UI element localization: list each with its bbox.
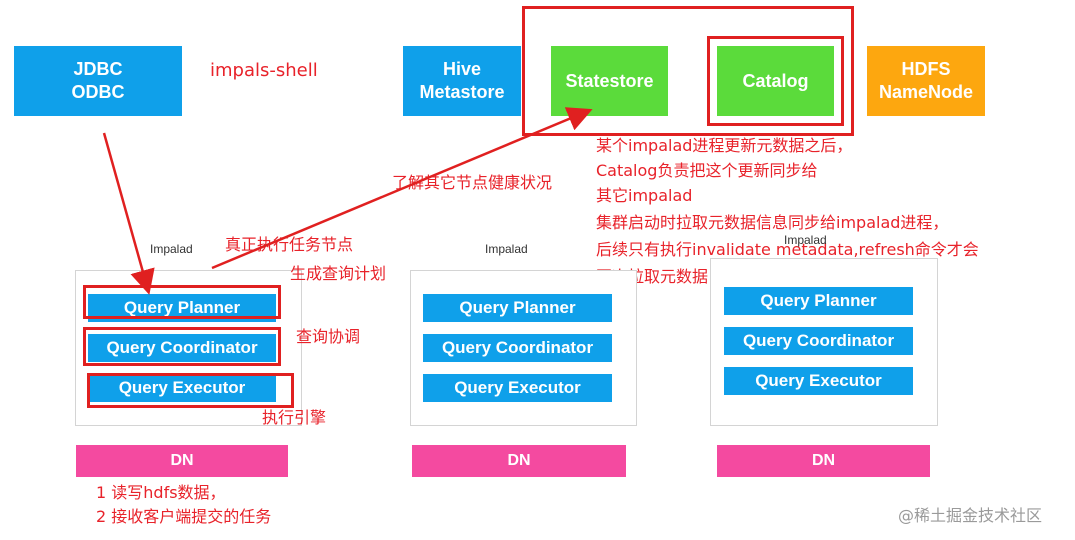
query-executor-2: Query Executor <box>423 374 612 402</box>
catalog-highlight <box>707 36 844 126</box>
query-executor-1: Query Executor <box>88 374 276 402</box>
catalog-note-line-3: 其它impalad <box>596 186 693 205</box>
catalog-note-line-4: 集群启动时拉取元数据信息同步给impalad进程， <box>596 213 949 232</box>
catalog-note-line-2: Catalog负责把这个更新同步给 <box>596 161 818 180</box>
impalad-label-1: Impalad <box>150 242 193 256</box>
hdfs-namenode-box: HDFS NameNode <box>867 46 985 116</box>
dn-box-3: DN <box>717 445 930 477</box>
executor-highlight <box>87 373 294 408</box>
coordinator-highlight <box>83 327 281 366</box>
dn-note-2: 2 接收客户端提交的任务 <box>96 507 272 526</box>
dn-note-1: 1 读写hdfs数据， <box>96 483 226 502</box>
query-planner-2: Query Planner <box>423 294 612 322</box>
query-coordinator-3: Query Coordinator <box>724 327 913 355</box>
statestore-box: Statestore <box>551 46 668 116</box>
impala-shell-label: impals-shell <box>210 60 318 81</box>
catalog-note-line-5: 后续只有执行invalidate metadata,refresh命令才会 <box>596 240 979 259</box>
dn-box-2: DN <box>412 445 626 477</box>
statestore-catalog-highlight <box>522 6 854 136</box>
watermark: @稀土掘金技术社区 <box>898 506 1043 525</box>
impalad-label-2: Impalad <box>485 242 528 256</box>
impalad-label-3: Impalad <box>784 233 827 247</box>
catalog-box: Catalog <box>717 46 834 116</box>
query-planner-3: Query Planner <box>724 287 913 315</box>
impalad-to-statestore-arrow <box>211 107 593 270</box>
engine-note: 执行引擎 <box>262 408 327 427</box>
gen-plan-note: 生成查询计划 <box>290 264 387 283</box>
client-to-planner-arrow <box>102 132 155 295</box>
hive-metastore-box: Hive Metastore <box>403 46 521 116</box>
query-executor-3: Query Executor <box>724 367 913 395</box>
query-coordinator-1: Query Coordinator <box>88 334 276 362</box>
catalog-note-line-1: 某个impalad进程更新元数据之后， <box>596 136 853 155</box>
dn-box-1: DN <box>76 445 288 477</box>
planner-highlight <box>83 285 281 319</box>
coord-note: 查询协调 <box>296 327 361 346</box>
jdbc-odbc-box: JDBC ODBC <box>14 46 182 116</box>
query-coordinator-2: Query Coordinator <box>423 334 612 362</box>
health-note: 了解其它节点健康状况 <box>392 173 553 192</box>
